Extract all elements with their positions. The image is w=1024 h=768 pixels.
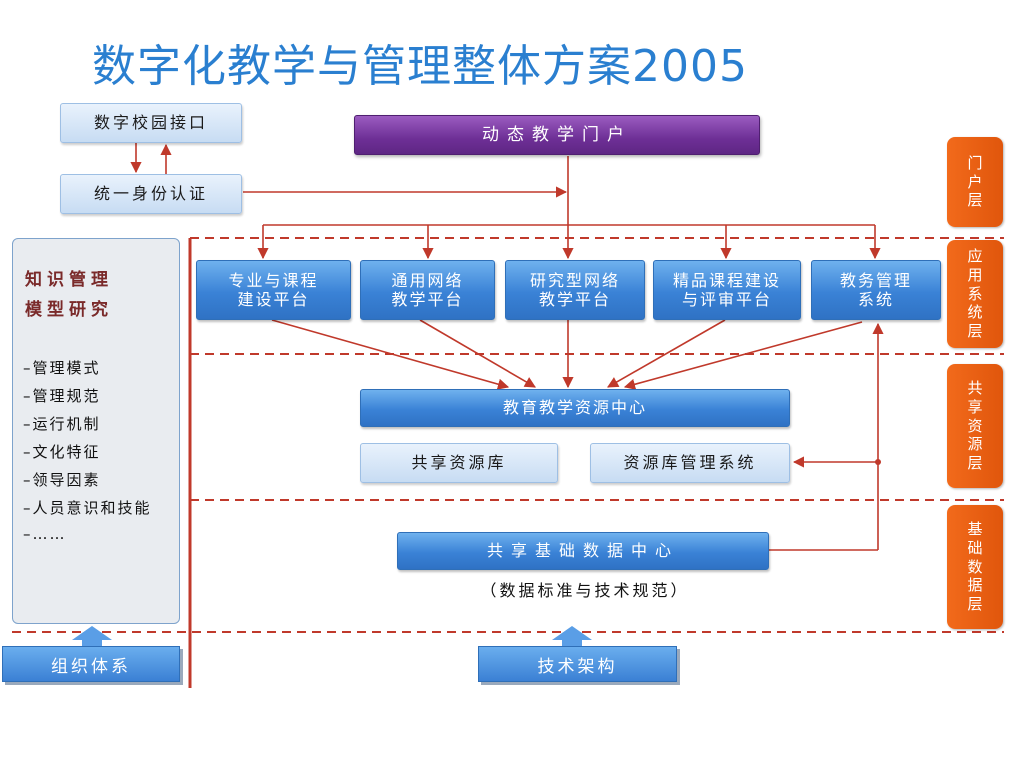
page-title: 数字化教学与管理整体方案2005 <box>92 41 748 92</box>
platform-label: 与评审平台 <box>681 290 772 309</box>
platform-label: 建设平台 <box>237 290 310 309</box>
shared-library-box[interactable]: 共享资源库 <box>360 443 558 483</box>
data-center-caption: （数据标准与技术规范） <box>480 581 690 600</box>
platform-label: 研究型网络 <box>529 270 620 290</box>
knowledge-item: –管理规范 <box>23 387 101 405</box>
teaching-portal-box[interactable]: 动态教学门户 <box>354 115 760 155</box>
knowledge-item: –领导因素 <box>23 471 101 489</box>
platform-label: 精品课程建设 <box>672 270 781 290</box>
knowledge-item: –管理模式 <box>23 359 101 377</box>
org-system-bar[interactable]: 组织体系 <box>2 646 180 682</box>
platform-label: 教学平台 <box>538 290 611 309</box>
platform-box-general[interactable]: 通用网络 教学平台 <box>360 260 495 320</box>
identity-auth-box[interactable]: 统一身份认证 <box>60 174 242 214</box>
platform-label: 教学平台 <box>391 290 464 309</box>
campus-interface-box[interactable]: 数字校园接口 <box>60 103 242 143</box>
layer-tag-base: 基础数据层 <box>947 505 1003 629</box>
resource-center-box[interactable]: 教育教学资源中心 <box>360 389 790 427</box>
library-mgmt-box[interactable]: 资源库管理系统 <box>590 443 790 483</box>
knowledge-panel: 知识管理 模型研究 –管理模式 –管理规范 –运行机制 –文化特征 –领导因素 … <box>12 238 180 624</box>
platform-box-research[interactable]: 研究型网络 教学平台 <box>505 260 645 320</box>
platform-label: 系统 <box>857 290 894 309</box>
knowledge-item: –人员意识和技能 <box>23 499 152 517</box>
platform-label: 通用网络 <box>391 270 464 290</box>
platform-box-quality-course[interactable]: 精品课程建设 与评审平台 <box>653 260 801 320</box>
platform-label: 教务管理 <box>839 270 912 290</box>
layer-tag-shared: 共享资源层 <box>947 364 1003 488</box>
platform-box-course[interactable]: 专业与课程 建设平台 <box>196 260 351 320</box>
platform-label: 专业与课程 <box>228 270 319 290</box>
knowledge-item: –文化特征 <box>23 443 101 461</box>
knowledge-item: –运行机制 <box>23 415 101 433</box>
knowledge-title-line1: 知识管理 <box>25 270 113 290</box>
tech-architecture-bar[interactable]: 技术架构 <box>478 646 677 682</box>
data-center-box[interactable]: 共享基础数据中心 <box>397 532 769 570</box>
layer-tag-application: 应用系统层 <box>947 240 1003 348</box>
layer-tag-portal: 门户层 <box>947 137 1003 227</box>
platform-box-academic-affairs[interactable]: 教务管理 系统 <box>811 260 941 320</box>
knowledge-item: –…… <box>23 525 67 543</box>
knowledge-title-line2: 模型研究 <box>25 300 113 320</box>
